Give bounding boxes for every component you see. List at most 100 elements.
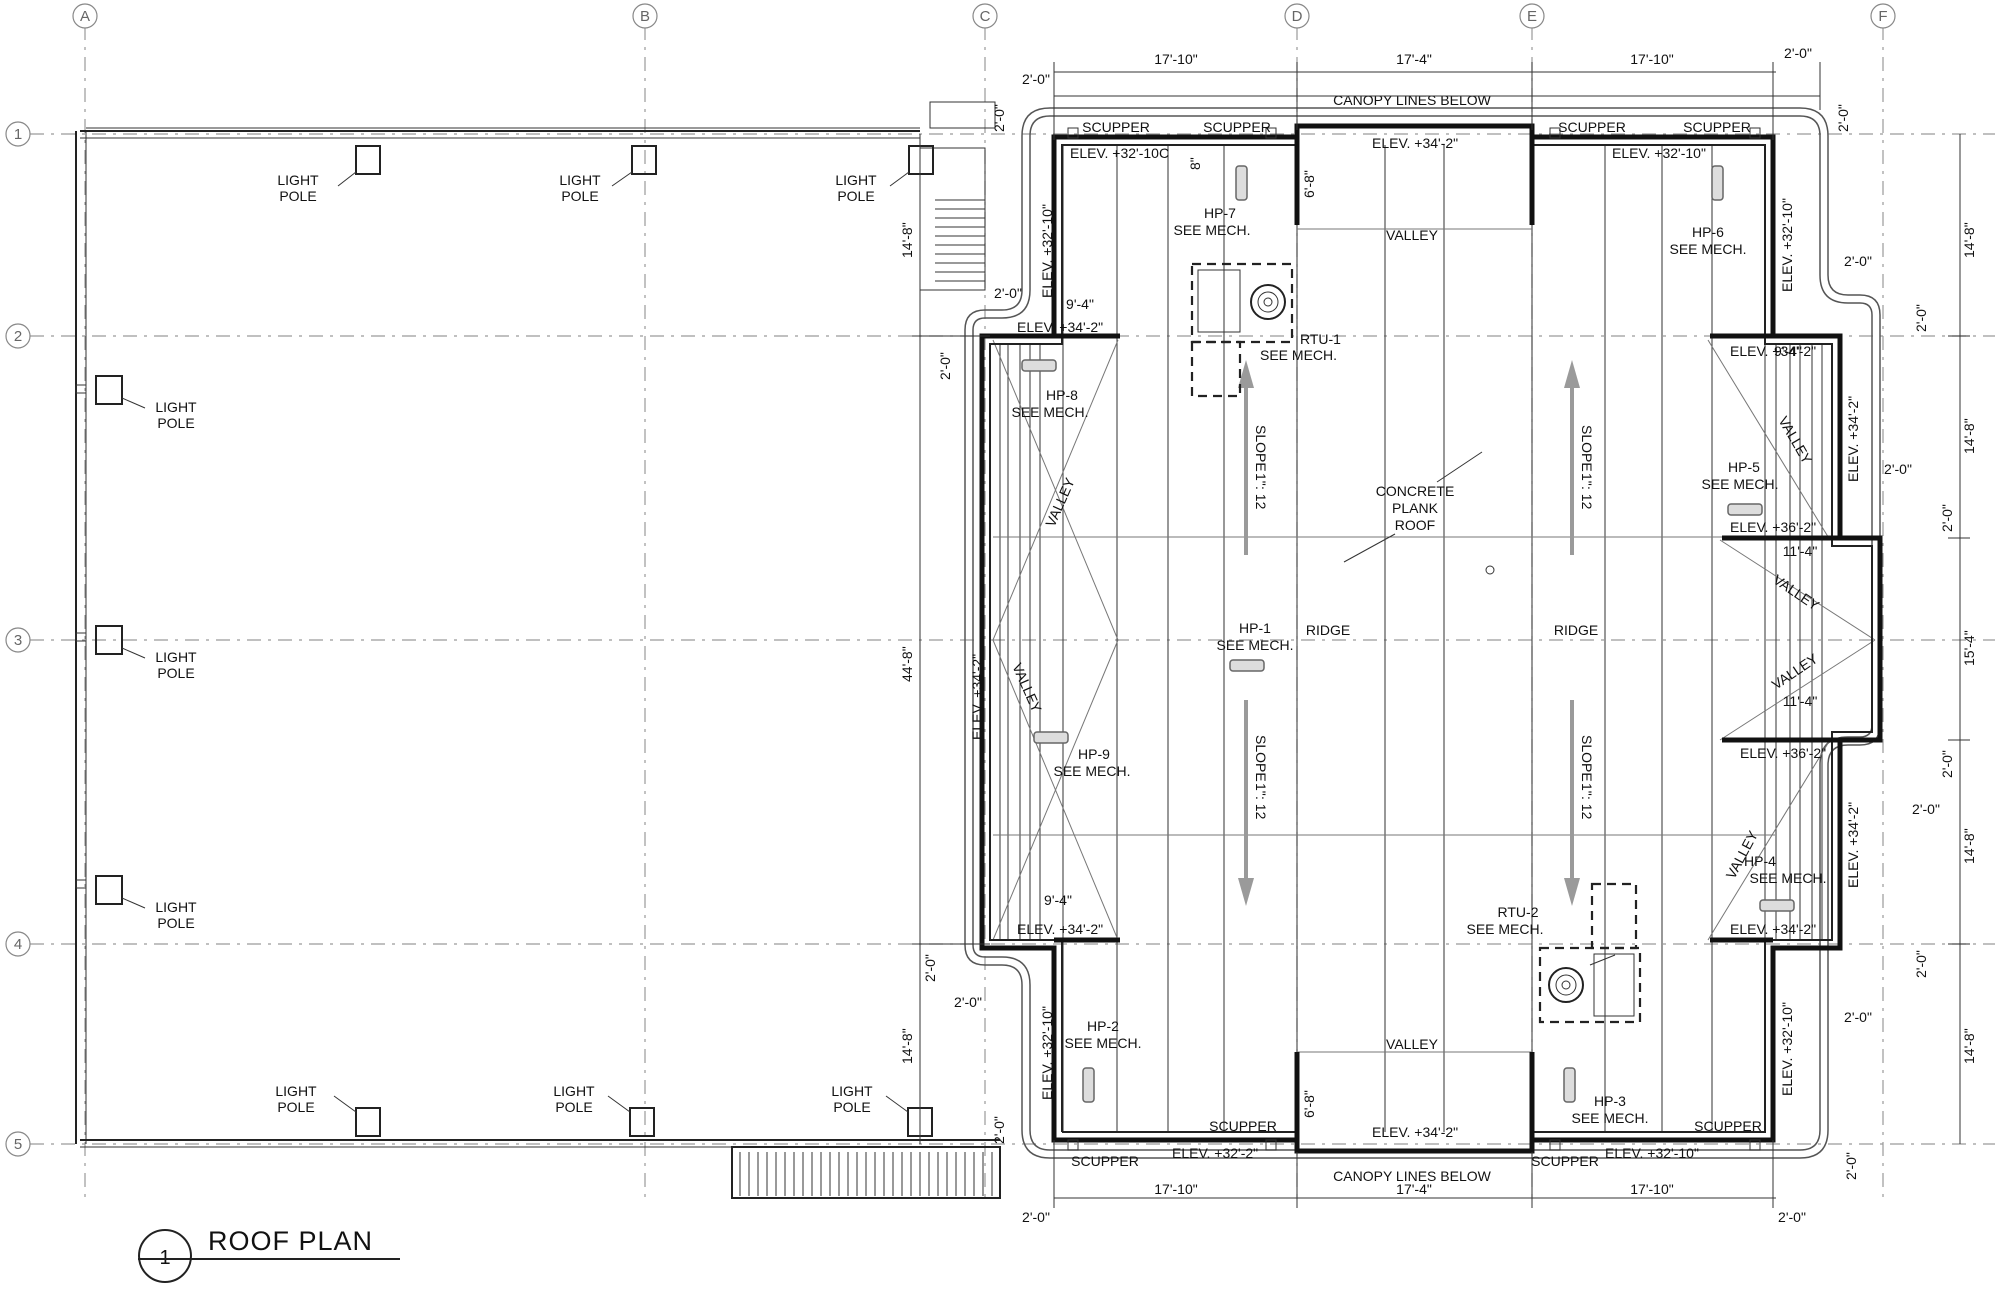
grid-bubble-4: 4 — [14, 936, 22, 953]
elev-label: ELEV. +32'-10" — [1612, 145, 1706, 161]
canopy-label-top: CANOPY LINES BELOW — [1333, 92, 1491, 108]
light-poles: LIGHT POLE LIGHT POLE LIGHT POLE LIGHT P… — [95, 145, 934, 1137]
valley-label: VALLEY — [1775, 414, 1815, 468]
svg-text:2'-0": 2'-0" — [922, 954, 938, 982]
svg-text:POLE: POLE — [157, 415, 194, 431]
svg-text:HP-9: HP-9 — [1078, 746, 1110, 762]
svg-text:9'-4": 9'-4" — [1044, 892, 1072, 908]
svg-text:SEE MECH.: SEE MECH. — [1216, 637, 1293, 653]
svg-text:HP-6: HP-6 — [1692, 224, 1724, 240]
svg-text:SEE MECH.: SEE MECH. — [1173, 222, 1250, 238]
svg-text:HP-4: HP-4 — [1744, 853, 1776, 869]
light-pole-5: LIGHT POLE — [95, 625, 197, 681]
light-pole-6: LIGHT POLE — [95, 875, 197, 931]
light-pole-1: LIGHT POLE — [277, 145, 381, 204]
svg-text:14'-8": 14'-8" — [1961, 828, 1977, 864]
elev-label: ELEV. +34'-2" — [969, 654, 985, 740]
svg-text:1": 1" — [1579, 473, 1595, 486]
slope-arrow-2: SLOPE 1" : 12 — [1238, 700, 1269, 906]
elev-label: ELEV. +32'-2" — [1172, 1145, 1258, 1161]
svg-text:: 12: : 12 — [1253, 486, 1269, 510]
parapet-stubs — [1054, 126, 1883, 1151]
svg-text:2'-0": 2'-0" — [1939, 750, 1955, 778]
svg-text:14'-8": 14'-8" — [1961, 222, 1977, 258]
svg-text:1": 1" — [1253, 473, 1269, 486]
svg-text:2'-0": 2'-0" — [1784, 45, 1812, 61]
svg-text:1": 1" — [1253, 783, 1269, 796]
valley-label: VALLEY — [1770, 571, 1823, 614]
svg-text:2'-0": 2'-0" — [1778, 1209, 1806, 1225]
svg-text:6'-8": 6'-8" — [1301, 1090, 1317, 1118]
elev-label: ELEV. +36'-2" — [1730, 519, 1816, 535]
valley-label: VALLEY — [1386, 1036, 1439, 1052]
grid-bubble-f: F — [1878, 8, 1887, 25]
svg-text:2'-0": 2'-0" — [991, 1116, 1007, 1144]
ridge-label: RIDGE — [1554, 622, 1598, 638]
hp-2: HP-2 SEE MECH. — [1064, 1018, 1142, 1103]
svg-text:POLE: POLE — [833, 1099, 870, 1115]
elev-label: ELEV. +34'-2" — [1017, 921, 1103, 937]
hp-4: HP-4 SEE MECH. — [1744, 853, 1827, 912]
light-pole-2: LIGHT POLE — [559, 145, 657, 204]
svg-text:POLE: POLE — [157, 915, 194, 931]
svg-text:2'-0": 2'-0" — [1843, 1152, 1859, 1180]
light-pole-9: LIGHT POLE — [831, 1083, 933, 1137]
svg-text:17'-4": 17'-4" — [1396, 1181, 1432, 1197]
elev-label: ELEV. +36'-2" — [1740, 745, 1826, 761]
lower-stair — [731, 1146, 1001, 1199]
svg-text:: 12: : 12 — [1579, 486, 1595, 510]
svg-text:POLE: POLE — [837, 188, 874, 204]
grid-lines — [30, 26, 1995, 1200]
svg-text:HP-3: HP-3 — [1594, 1093, 1626, 1109]
svg-text:LIGHT: LIGHT — [831, 1083, 873, 1099]
elev-label: ELEV. +34'-2" — [1730, 343, 1816, 359]
svg-text:POLE: POLE — [555, 1099, 592, 1115]
svg-text:LIGHT: LIGHT — [155, 899, 197, 915]
drawing-title-text: ROOF PLAN — [208, 1226, 373, 1256]
svg-text:POLE: POLE — [277, 1099, 314, 1115]
svg-text:SEE MECH.: SEE MECH. — [1669, 241, 1746, 257]
leader — [1343, 533, 1396, 563]
light-pole-7: LIGHT POLE — [275, 1083, 381, 1137]
elev-label: ELEV. +34'-2" — [1730, 921, 1816, 937]
svg-text:2'-0": 2'-0" — [1939, 504, 1955, 532]
svg-text:LIGHT: LIGHT — [155, 649, 197, 665]
elev-label: ELEV. +32'-10" — [1779, 1002, 1795, 1096]
dimensions-top: 17'-10" 17'-4" 17'-10" 2'-0" 2'-0" — [1022, 45, 1821, 140]
dimensions-left: 14'-8" 44'-8" 14'-8" 2'-0" 2'-0" 2'-0" 2… — [899, 104, 1094, 1144]
svg-text:2'-0": 2'-0" — [1835, 104, 1851, 132]
rtu-1: RTU-1 SEE MECH. — [1190, 262, 1341, 398]
concrete-label-3: ROOF — [1395, 517, 1435, 533]
hp-8: HP-8 SEE MECH. — [1011, 359, 1089, 420]
grid-bubble-e: E — [1527, 8, 1537, 25]
svg-text:SEE MECH.: SEE MECH. — [1053, 763, 1130, 779]
grid-bubble-d: D — [1292, 8, 1303, 25]
light-pole-8: LIGHT POLE — [553, 1083, 655, 1137]
svg-text:11'-4": 11'-4" — [1783, 693, 1818, 709]
upper-stair — [919, 101, 996, 291]
hp-9: HP-9 SEE MECH. — [1033, 731, 1131, 779]
drawing-title: 1 ROOF PLAN — [138, 1226, 400, 1283]
svg-text:2'-0": 2'-0" — [1884, 461, 1912, 477]
svg-text:14'-8": 14'-8" — [1961, 418, 1977, 454]
hp-1: HP-1 SEE MECH. — [1216, 620, 1294, 672]
svg-text:RTU-1: RTU-1 — [1300, 331, 1341, 347]
svg-text:2'-0": 2'-0" — [1844, 253, 1872, 269]
elev-label: ELEV. +32'-10" — [1039, 204, 1055, 298]
svg-text:15'-4": 15'-4" — [1961, 630, 1977, 666]
scupper-label: SCUPPER — [1694, 1118, 1762, 1134]
svg-text:POLE: POLE — [279, 188, 316, 204]
svg-text:LIGHT: LIGHT — [277, 172, 319, 188]
grid-bubble-3: 3 — [14, 632, 22, 649]
valley-lines — [992, 228, 1876, 1053]
grid-bubble-a: A — [80, 8, 90, 25]
svg-text:14'-8": 14'-8" — [1961, 1028, 1977, 1064]
svg-text:2'-0": 2'-0" — [1913, 950, 1929, 978]
svg-text:6'-8": 6'-8" — [1301, 170, 1317, 198]
canopy-outline-outer — [964, 107, 1881, 1159]
svg-text:17'-4": 17'-4" — [1396, 51, 1432, 67]
svg-text:HP-1: HP-1 — [1239, 620, 1271, 636]
dimensions-inner: 6'-8" 6'-8" 8" — [1187, 157, 1317, 1118]
